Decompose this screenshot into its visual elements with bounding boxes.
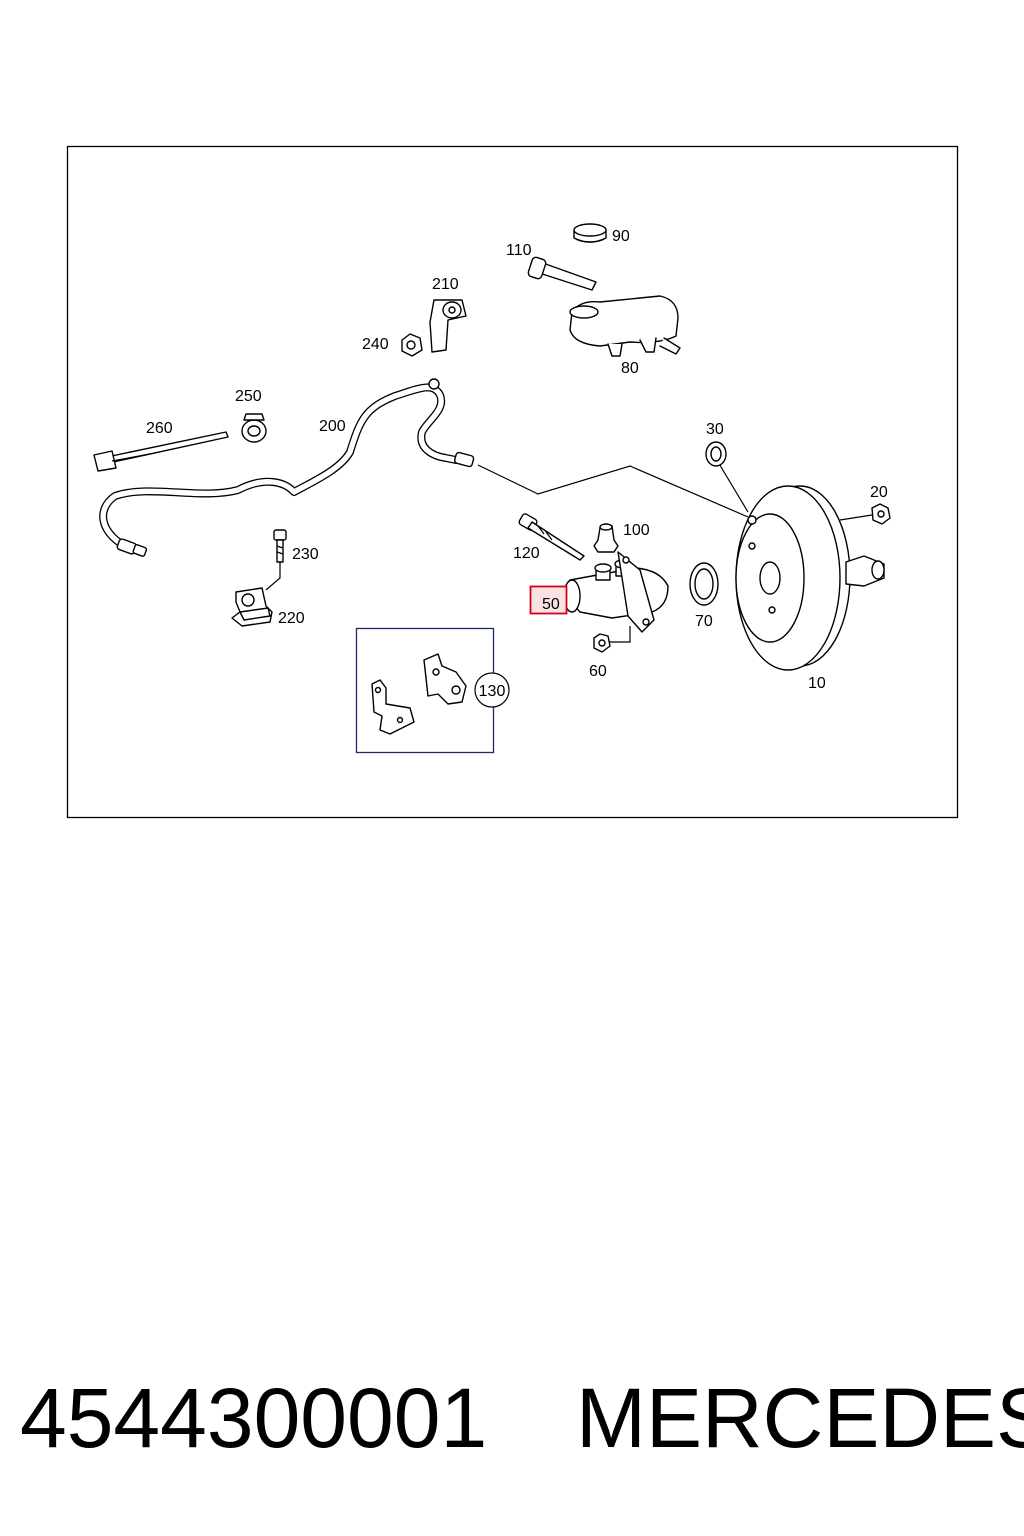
pin-120 — [518, 513, 585, 561]
label-250[interactable]: 250 — [235, 388, 262, 405]
clip-250 — [241, 413, 267, 443]
seal-30 — [705, 441, 727, 467]
bracket-220 — [231, 587, 273, 627]
label-220[interactable]: 220 — [278, 610, 305, 627]
label-70[interactable]: 70 — [695, 613, 713, 630]
cap-90 — [573, 223, 607, 243]
label-100[interactable]: 100 — [623, 522, 650, 539]
reservoir-80 — [569, 295, 681, 357]
label-240[interactable]: 240 — [362, 336, 389, 353]
label-20[interactable]: 20 — [870, 484, 888, 501]
seal-ring-70 — [689, 562, 719, 606]
nut-240 — [401, 333, 423, 357]
bolt-230 — [273, 529, 287, 563]
caption: 4544300001 MERCEDES — [0, 1368, 1024, 1468]
label-90[interactable]: 90 — [612, 228, 630, 245]
label-200[interactable]: 200 — [319, 418, 346, 435]
label-80[interactable]: 80 — [621, 360, 639, 377]
part-number: 4544300001 — [20, 1371, 488, 1465]
label-10[interactable]: 10 — [808, 675, 826, 692]
label-50[interactable]: 50 — [542, 596, 560, 613]
bracket-210 — [429, 299, 467, 353]
nut-60 — [593, 633, 611, 653]
master-cylinder-50 — [563, 551, 669, 633]
label-260[interactable]: 260 — [146, 420, 173, 437]
callout-circle-130 — [474, 672, 510, 708]
leader-lines — [265, 461, 873, 643]
grommet-100 — [593, 523, 619, 553]
highlight-box — [529, 585, 568, 615]
label-230[interactable]: 230 — [292, 546, 319, 563]
label-210[interactable]: 210 — [432, 276, 459, 293]
sensor-110 — [527, 256, 597, 291]
label-30[interactable]: 30 — [706, 421, 724, 438]
nut-20 — [871, 503, 891, 525]
label-120[interactable]: 120 — [513, 545, 540, 562]
parts-diagram: 10 20 30 50 60 70 80 90 100 110 120 130 … — [66, 145, 959, 819]
label-60[interactable]: 60 — [589, 663, 607, 680]
inset-130 — [355, 627, 510, 754]
brand-name: MERCEDES — [576, 1371, 1024, 1465]
cable-tie-260 — [93, 431, 229, 472]
label-110[interactable]: 110 — [506, 242, 532, 259]
brake-booster-10 — [735, 485, 885, 671]
brake-line-200 — [99, 378, 475, 557]
label-130[interactable]: 130 — [479, 683, 506, 700]
